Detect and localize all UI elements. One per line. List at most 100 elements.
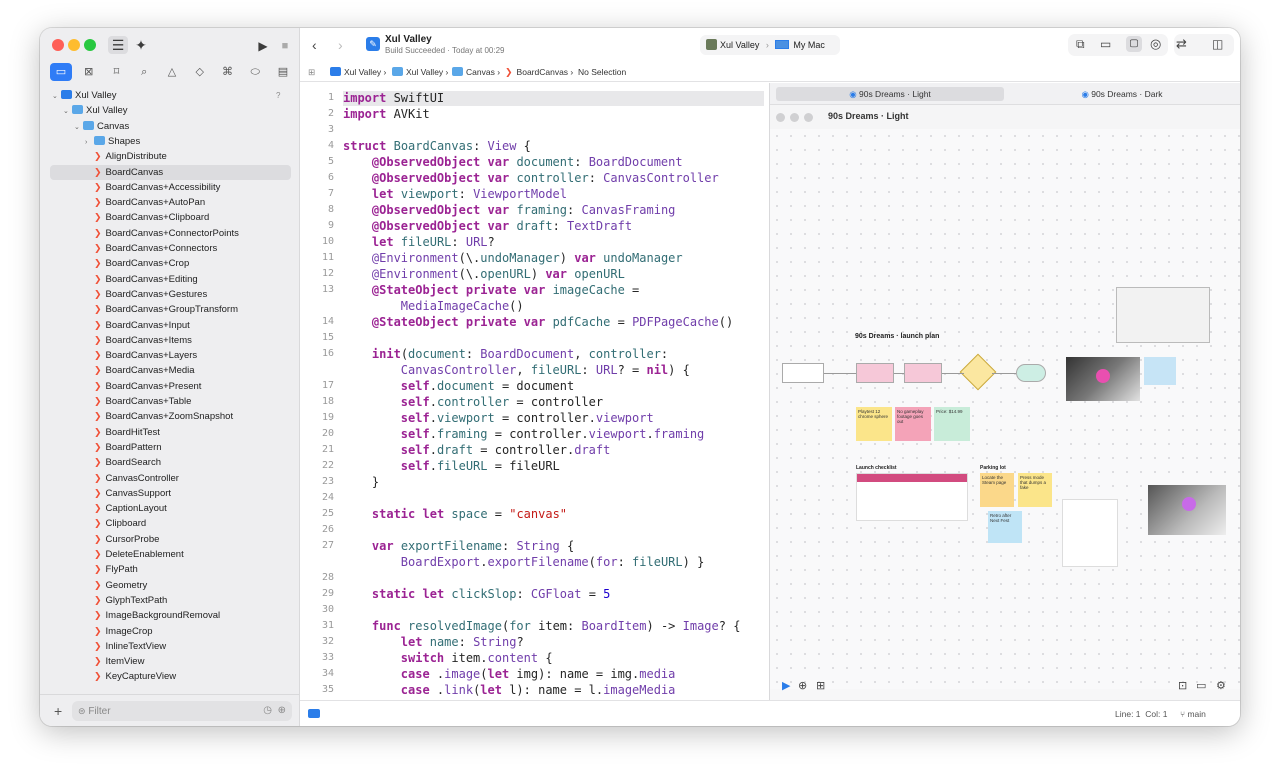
file-tree-item[interactable]: ❯ItemView [40,654,290,669]
toggle-inspector-icon[interactable]: ◫ [1212,37,1224,51]
pdf-page[interactable] [1062,499,1118,567]
file-tree-item[interactable]: ❯BoardPattern [40,440,290,455]
file-tree-item[interactable]: ❯AlignDistribute [40,149,290,164]
file-tree-item[interactable]: ❯ImageBackgroundRemoval [40,608,290,623]
device-icon[interactable]: ▭ [1196,680,1207,692]
scm-filter-icon[interactable]: ⊕ [277,705,286,716]
disclosure-closed-icon[interactable]: › [85,138,88,146]
code-line[interactable]: struct BoardCanvas: View { [343,139,531,153]
stop-icon[interactable]: ■ [281,40,289,52]
code-line[interactable]: @ObservedObject var framing: CanvasFrami… [371,203,676,217]
file-tree-item[interactable]: ❯BoardCanvas+Editing [40,272,290,287]
flow-node[interactable] [904,363,942,383]
file-tree-item[interactable]: ❯BoardCanvas+Connectors [40,241,290,256]
code-line[interactable]: self.controller = controller [400,395,604,409]
file-tree-item[interactable]: ❯BoardCanvas+GroupTransform [40,302,290,317]
preview-settings-icon[interactable]: ⚙ [1216,680,1226,692]
breadcrumb-group[interactable]: Xul Valley › [392,67,448,77]
code-line[interactable]: @ObservedObject var controller: CanvasCo… [371,171,719,185]
code-line[interactable]: CanvasController, fileURL: URL? = nil) { [400,363,690,377]
file-tree-item[interactable]: ❯CanvasSupport [40,486,290,501]
file-tree-item[interactable]: ❯BoardCanvas+AutoPan [40,195,290,210]
sticky-note[interactable]: Locate the Steam page [980,473,1014,507]
sticky-note[interactable]: Retro after Next Fest [988,511,1022,543]
code-line[interactable]: @ObservedObject var draft: TextDraft [371,219,633,233]
scheme-selector[interactable]: Xul Valley › My Mac [700,35,840,55]
code-line[interactable]: import AVKit [343,107,430,121]
minimap-icon[interactable]: ▢ [1126,36,1142,52]
file-tree-item[interactable]: ❯GlyphTextPath [40,593,290,608]
disclosure-open-icon[interactable]: ⌄ [63,108,69,116]
code-line[interactable]: self.viewport = controller.viewport [400,411,654,425]
file-tree-item[interactable]: ❯InlineTextView [40,639,290,654]
file-tree-item[interactable]: ❯CursorProbe [40,532,290,547]
file-tree-item[interactable]: ❯BoardCanvas+ConnectorPoints [40,226,290,241]
disclosure-open-icon[interactable]: ⌄ [74,123,80,131]
code-line[interactable]: @Environment(\.openURL) var openURL [371,267,625,281]
code-line[interactable]: static let clickSlop: CGFloat = 5 [371,587,611,601]
zoom-fit-icon[interactable]: ⊡ [1178,680,1188,692]
code-line[interactable]: self.fileURL = fileURL [400,459,560,473]
sticky-note[interactable]: Press mode that dumps a fake [1018,473,1052,507]
file-tree-item[interactable]: ❯BoardCanvas+Accessibility [40,180,290,195]
file-tree-item[interactable]: ❯CaptionLayout [40,501,290,516]
screenshot-image[interactable] [1116,287,1210,343]
breadcrumb-symbol[interactable]: No Selection [578,67,627,77]
board-canvas[interactable]: 90s Dreams · launch plan Playtest 12 chr… [770,129,1240,689]
file-tree-item[interactable]: ❯BoardCanvas+Present [40,379,290,394]
flow-node[interactable] [782,363,824,383]
code-line[interactable]: self.document = document [400,379,575,393]
report-navigator-icon[interactable]: ▤ [277,66,289,78]
file-tree-item[interactable]: ❯BoardHitTest [40,425,290,440]
target-icon[interactable]: ⊕ [798,680,808,692]
debug-area-toggle-icon[interactable] [308,709,320,718]
forward-icon[interactable]: › [338,37,343,53]
file-tree-item[interactable]: ⌄Canvas [40,119,290,134]
code-line[interactable]: case .image(let img): name = img.media [400,667,676,681]
add-file-button[interactable]: + [54,703,63,719]
find-navigator-icon[interactable]: ⌕ [141,66,148,78]
bookmark-navigator-icon[interactable]: ⌑ [113,66,120,78]
branch-indicator[interactable]: ⑂ main [1180,709,1206,719]
code-line[interactable]: MediaImageCache() [400,299,524,313]
swap-icon[interactable]: ⇄ [1176,36,1187,51]
code-line[interactable]: @Environment(\.undoManager) var undoMana… [371,251,683,265]
code-line[interactable]: func resolvedImage(for item: BoardItem) … [371,619,741,633]
code-line[interactable]: static let space = "canvas" [371,507,568,521]
sticky-note[interactable]: Playtest 12 chrome sphere [856,407,892,441]
file-tree-item[interactable]: ❯BoardCanvas+Gestures [40,287,290,302]
code-line[interactable]: BoardExport.exportFilename(for: fileURL)… [400,555,705,569]
file-tree-item[interactable]: ❯BoardCanvas+Input [40,318,290,333]
filter-input[interactable]: ⊜ Filter ◷ ⊕ [72,701,292,721]
code-line[interactable]: let fileURL: URL? [371,235,495,249]
code-line[interactable]: let viewport: ViewportModel [371,187,567,201]
review-icon[interactable]: ◎ [1150,36,1162,51]
issue-navigator-icon[interactable]: △ [167,66,177,78]
code-line[interactable]: self.draft = controller.draft [400,443,611,457]
file-tree-item[interactable]: ›Shapes [40,134,290,149]
breadcrumb-file[interactable]: ❯BoardCanvas › [505,67,574,77]
file-tree-item[interactable]: ❯BoardSearch [40,455,290,470]
toggle-navigator-icon[interactable]: ☰ [108,36,128,54]
file-tree-item[interactable]: ❯FlyPath [40,562,290,577]
decision-node[interactable] [959,353,997,391]
canvas-toggle-icon[interactable]: ▭ [1100,37,1112,51]
test-navigator-icon[interactable]: ◇ [195,66,204,78]
breakpoint-navigator-icon[interactable]: ⬭ [250,66,260,78]
zoom-window-button[interactable] [84,39,96,51]
file-tree-item[interactable]: ❯BoardCanvas+Layers [40,348,290,363]
breadcrumb-project[interactable]: Xul Valley › [330,67,386,77]
file-tree-item[interactable]: ❯BoardCanvas+Media [40,363,290,378]
breadcrumb-folder[interactable]: Canvas › [452,67,500,77]
library-icon[interactable]: ⧉ [1076,37,1085,51]
sticky-note[interactable] [1144,357,1176,385]
code-line[interactable]: init(document: BoardDocument, controller… [371,347,669,361]
file-tree-item[interactable]: ❯DeleteEnablement [40,547,290,562]
tab-preview-light[interactable]: ◉ 90s Dreams · Light [776,87,1004,101]
file-tree-item[interactable]: ❯BoardCanvas+ZoomSnapshot [40,409,290,424]
disclosure-open-icon[interactable]: ⌄ [52,93,58,100]
sticky-note[interactable]: No gameplay footage goes out [895,407,931,441]
code-line[interactable]: @StateObject private var imageCache = [371,283,640,297]
file-tree-item[interactable]: ⌄Xul Valley [40,103,290,118]
